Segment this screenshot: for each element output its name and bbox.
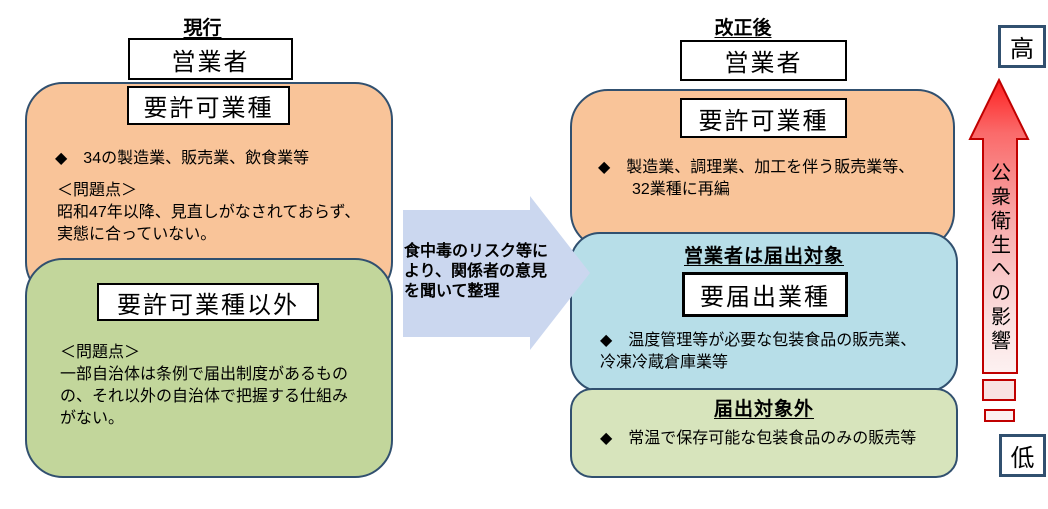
current-title: 現行 bbox=[183, 18, 222, 39]
transition-arrow-text-line: 食中毒のリスク等に bbox=[404, 243, 549, 260]
revised-operator-box: 営業者 bbox=[680, 40, 847, 81]
current-unlicensed-problem-line: の、それ以外の自治体で把握する仕組み bbox=[60, 388, 349, 405]
current-licensed-bullet: ◆ 34の製造業、販売業、飲食業等 bbox=[55, 150, 310, 167]
scale-fade-segment bbox=[982, 379, 1016, 401]
revised-exempt-panel bbox=[570, 388, 958, 478]
transition-arrow-text-line: を聞いて整理 bbox=[404, 283, 500, 300]
transition-right-arrow-icon bbox=[403, 196, 590, 350]
scale-low-box: 低 bbox=[999, 434, 1046, 477]
scale-high-box: 高 bbox=[998, 25, 1046, 68]
scale-axis-label: 公衆衛生への影響 bbox=[987, 162, 1010, 354]
current-problem-line: 実態に合っていない。 bbox=[57, 226, 217, 243]
current-unlicensed-problem-line: がない。 bbox=[60, 410, 125, 427]
current-problem-title: ＜問題点＞ bbox=[57, 182, 138, 199]
revised-notification-header: 営業者は届出対象 bbox=[683, 246, 844, 267]
revised-licensed-bullet-cont: 32業種に再編 bbox=[632, 181, 730, 198]
revised-title: 改正後 bbox=[714, 18, 772, 39]
current-licensed-label: 要許可業種 bbox=[127, 86, 290, 125]
revised-licensed-label: 要許可業種 bbox=[680, 98, 847, 138]
current-unlicensed-problem-line: 一部自治体は条例で届出制度があるもの bbox=[60, 366, 349, 383]
current-operator-box: 営業者 bbox=[128, 38, 293, 80]
transition-arrow-text-line: より、関係者の意見 bbox=[404, 263, 548, 280]
revised-notification-bullet: ◆ 温度管理等が必要な包装食品の販売業、 bbox=[600, 332, 917, 349]
revised-exempt-header: 届出対象外 bbox=[713, 399, 814, 420]
scale-fade-segment bbox=[984, 409, 1015, 422]
current-problem-line: 昭和47年以降、見直しがなされておらず、 bbox=[57, 204, 361, 221]
revised-notification-label: 要届出業種 bbox=[682, 272, 848, 317]
current-unlicensed-label: 要許可業種以外 bbox=[97, 283, 319, 321]
revised-notification-bullet-cont: 冷凍冷蔵倉庫業等 bbox=[600, 354, 729, 371]
current-unlicensed-problem-title: ＜問題点＞ bbox=[60, 344, 141, 361]
impact-up-arrow-icon bbox=[968, 78, 1030, 374]
revised-licensed-bullet: ◆ 製造業、調理業、加工を伴う販売業等、 bbox=[598, 159, 915, 176]
revised-exempt-bullet: ◆ 常温で保存可能な包装食品のみの販売等 bbox=[600, 430, 917, 447]
